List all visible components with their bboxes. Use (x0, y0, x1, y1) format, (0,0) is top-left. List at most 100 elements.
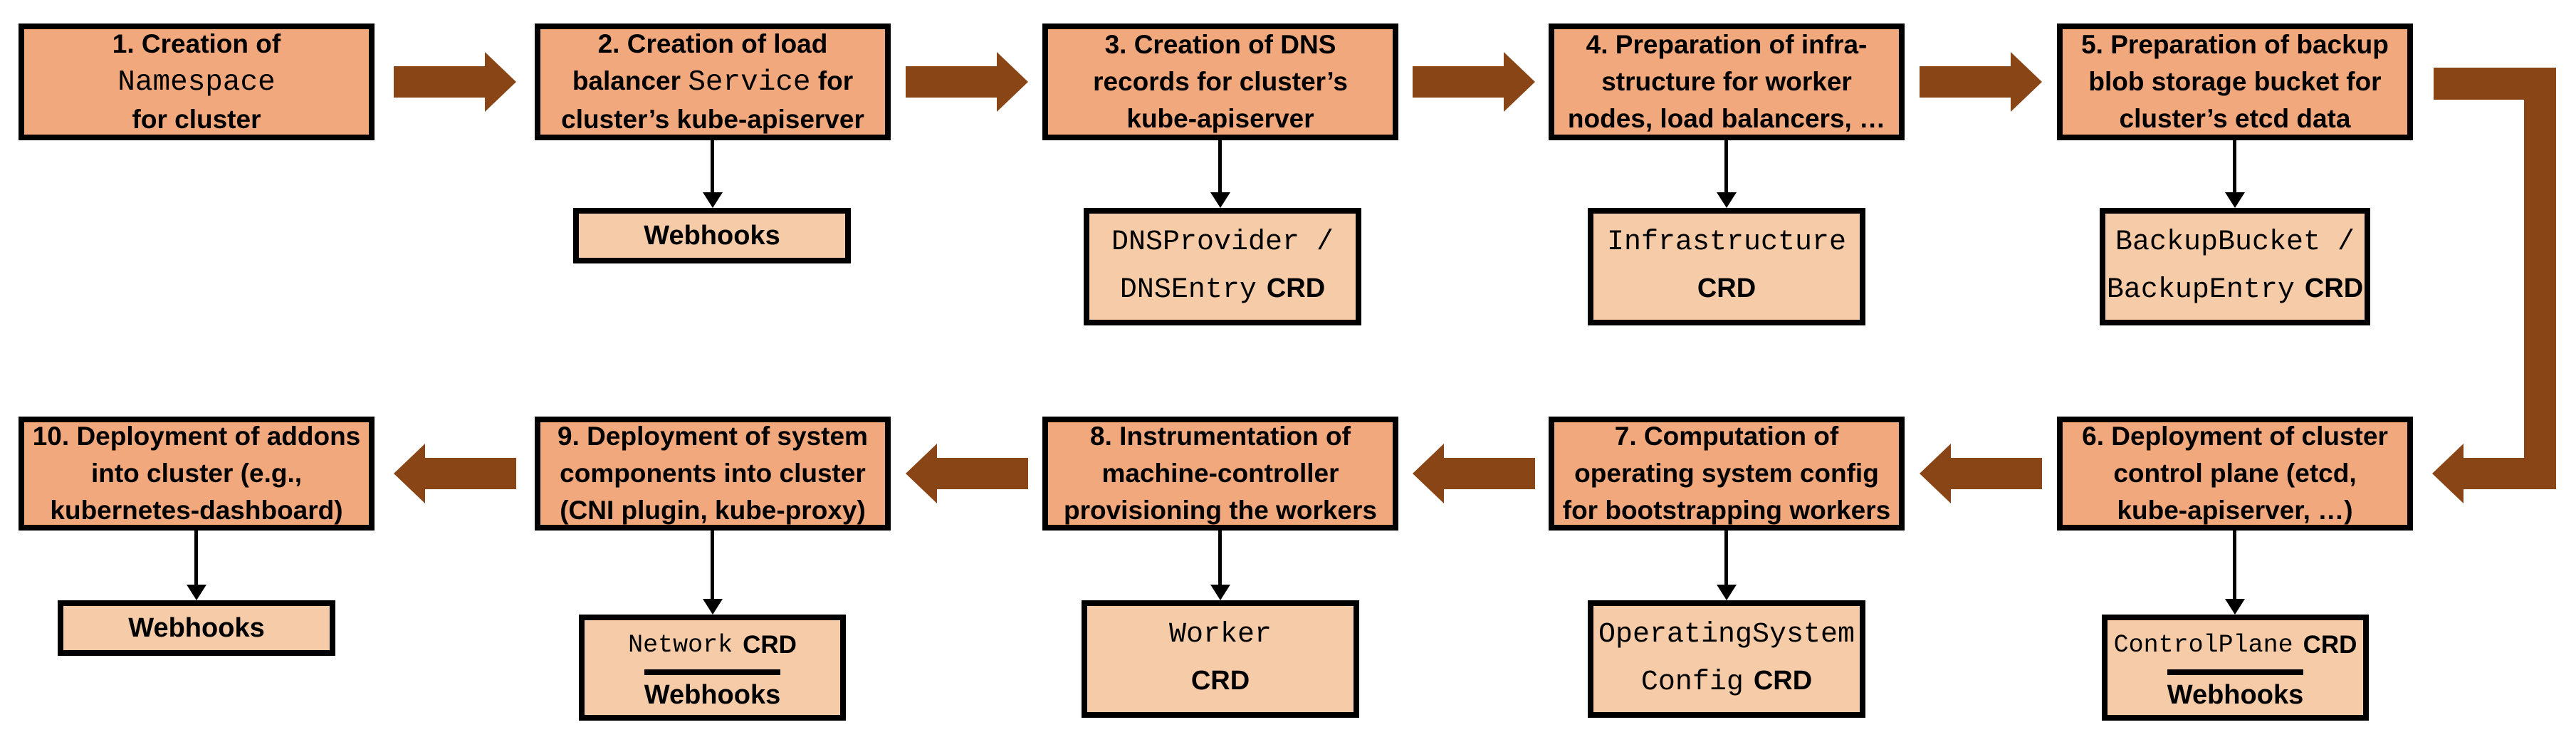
flow-arrow-2-to-3 (906, 52, 1028, 112)
step-7-line-3: for bootstrapping workers (1562, 496, 1891, 525)
crd-label: CRD (2303, 630, 2357, 659)
webhooks-label: Webhooks (644, 679, 781, 710)
step-3-line-1: 3. Creation of DNS (1104, 30, 1336, 59)
crd-box-backup: BackupBucket / BackupEntry CRD (2100, 208, 2370, 325)
connector-step10-arrowhead-icon (187, 585, 206, 600)
step-3-line-2: records for cluster’s (1093, 67, 1348, 96)
connector-step2-arrowhead-icon (703, 192, 723, 208)
webhooks-cell: Webhooks (2167, 669, 2304, 715)
step-box-7: 7. Computation of operating system confi… (1549, 417, 1905, 531)
connector-step4-arrowhead-icon (1717, 192, 1737, 208)
connector-step10-webhooks (194, 531, 198, 586)
crd-label: CRD (1266, 273, 1326, 303)
step-4-line-2: structure for worker (1601, 67, 1852, 96)
controlplane-label: ControlPlane (2113, 630, 2293, 659)
step-box-10: 10. Deployment of addons into cluster (e… (19, 417, 375, 531)
step-4-line-3: nodes, load balancers, … (1567, 104, 1886, 133)
step-box-8: 8. Instrumentation of machine-controller… (1042, 417, 1398, 531)
flow-arrow-6-to-7 (1920, 444, 2042, 503)
step-10-line-1: 10. Deployment of addons (32, 422, 361, 451)
step-2-line-1: 2. Creation of load (597, 29, 828, 58)
elbow-arrow-bottom-bar (2464, 458, 2556, 489)
step-2-line-2: balancer Service for (572, 66, 854, 99)
operatingsystem-label: OperatingSystem (1598, 619, 1855, 651)
connector-step3-dns-crd (1218, 140, 1222, 194)
step-7-line-2: operating system config (1574, 459, 1879, 488)
crd-label: CRD (2304, 273, 2364, 303)
crd-box-dns: DNSProvider / DNSEntry CRD (1084, 208, 1361, 325)
backupbucket-label: BackupBucket / (2115, 226, 2355, 258)
connector-step2-webhooks (711, 140, 714, 194)
connector-step9-arrowhead-icon (703, 599, 723, 615)
step-4-line-1: 4. Preparation of infra- (1586, 30, 1868, 59)
network-label: Network (628, 630, 733, 659)
step-6-line-3: kube-apiserver, …) (2117, 496, 2353, 525)
step-box-9: 9. Deployment of system components into … (535, 417, 891, 531)
step-box-5: 5. Preparation of backup blob storage bu… (2057, 23, 2413, 140)
flow-arrow-9-to-10 (394, 444, 516, 503)
backupentry-label: BackupEntry (2106, 274, 2295, 306)
webhooks-label: Webhooks (2167, 679, 2304, 710)
step-8-line-1: 8. Instrumentation of (1090, 422, 1351, 451)
crd-box-worker: Worker CRD (1082, 600, 1359, 718)
connector-step5-backup-crd (2233, 140, 2236, 194)
step-1-line-1: 1. Creation of (112, 29, 281, 58)
step-10-line-2: into cluster (e.g., (90, 459, 303, 488)
crd-label: CRD (1753, 666, 1813, 696)
elbow-arrow-head (2432, 444, 2464, 503)
controlplane-crd-cell: ControlPlane CRD (2114, 620, 2357, 669)
step-box-2: 2. Creation of load balancer Service for… (535, 23, 891, 140)
dnsprovider-label: DNSProvider / (1111, 226, 1334, 258)
connector-step6-controlplane-crd (2233, 531, 2236, 600)
step-7-line-1: 7. Computation of (1614, 422, 1839, 451)
crd-label: CRD (1697, 273, 1756, 303)
step-9-line-2: components into cluster (560, 459, 866, 488)
connector-step8-worker-crd (1218, 531, 1222, 586)
step-10-line-3: kubernetes-dashboard) (50, 496, 343, 525)
flow-arrow-3-to-4 (1413, 52, 1535, 112)
crd-box-infrastructure: Infrastructure CRD (1588, 208, 1865, 325)
connector-step6-arrowhead-icon (2225, 599, 2245, 615)
connector-step9-network-crd (711, 531, 714, 600)
step-1-line-2: Namespace (117, 66, 276, 99)
step-9-line-1: 9. Deployment of system (557, 422, 868, 451)
step-box-3: 3. Creation of DNS records for cluster’s… (1042, 23, 1398, 140)
step-9-line-3: (CNI plugin, kube-proxy) (560, 496, 866, 525)
infrastructure-label: Infrastructure (1606, 226, 1847, 258)
flow-arrow-7-to-8 (1413, 444, 1535, 503)
connector-step8-arrowhead-icon (1210, 585, 1230, 600)
dnsentry-label: DNSEntry (1119, 274, 1257, 306)
crd-label: CRD (1190, 666, 1250, 696)
webhooks-box-step10: Webhooks (58, 600, 335, 656)
step-6-line-1: 6. Deployment of cluster (2082, 422, 2388, 451)
config-label: Config (1640, 667, 1744, 699)
step-5-line-1: 5. Preparation of backup (2081, 30, 2389, 59)
step-box-6: 6. Deployment of cluster control plane (… (2057, 417, 2413, 531)
step-box-4: 4. Preparation of infra- structure for w… (1549, 23, 1905, 140)
flow-arrow-4-to-5 (1920, 52, 2042, 112)
worker-label: Worker (1168, 619, 1272, 651)
elbow-arrow-vertical-bar (2524, 68, 2556, 489)
crd-box-controlplane-webhooks: ControlPlane CRD Webhooks (2102, 615, 2369, 721)
crd-label: CRD (743, 630, 797, 659)
connector-step3-arrowhead-icon (1210, 192, 1230, 208)
flow-arrow-8-to-9 (906, 444, 1028, 503)
step-5-line-3: cluster’s etcd data (2119, 104, 2351, 133)
flow-arrow-1-to-2 (394, 52, 516, 112)
step-8-line-3: provisioning the workers (1064, 496, 1377, 525)
step-1-line-3: for cluster (132, 105, 261, 134)
connector-step7-arrowhead-icon (1717, 585, 1737, 600)
webhooks-label: Webhooks (644, 220, 780, 251)
step-5-line-2: blob storage bucket for (2088, 67, 2382, 96)
webhooks-label: Webhooks (128, 612, 265, 643)
connector-step5-arrowhead-icon (2225, 192, 2245, 208)
step-3-line-3: kube-apiserver (1126, 104, 1314, 133)
crd-box-operatingsystemconfig: OperatingSystem Config CRD (1588, 600, 1865, 718)
connector-step4-infrastructure-crd (1724, 140, 1728, 194)
step-box-1: 1. Creation of Namespace for cluster (19, 23, 375, 140)
network-crd-cell: Network CRD (628, 620, 797, 669)
step-6-line-2: control plane (etcd, (2113, 459, 2357, 488)
webhooks-cell: Webhooks (644, 669, 781, 715)
webhooks-box-step2: Webhooks (573, 208, 851, 263)
